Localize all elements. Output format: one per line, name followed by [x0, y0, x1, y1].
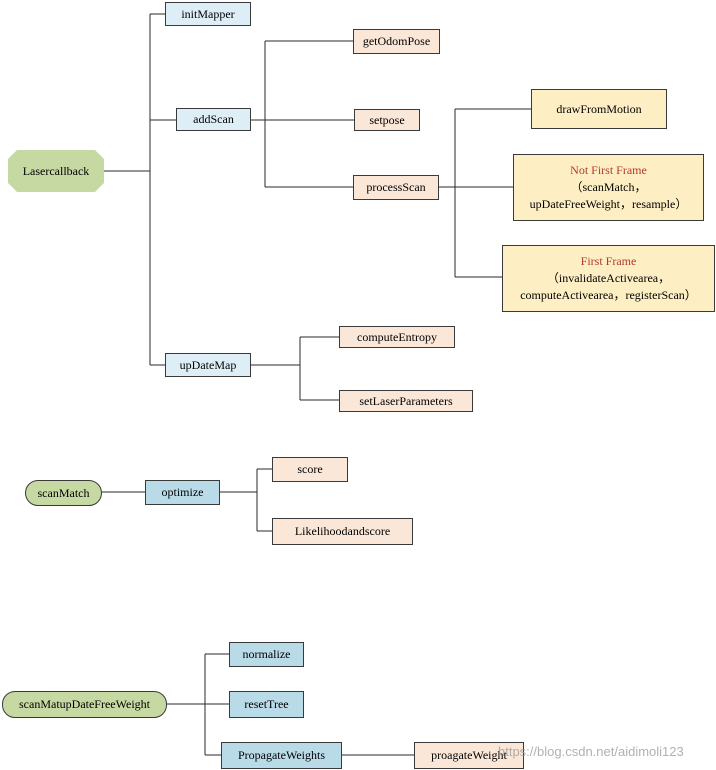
- processscan-node: processScan: [353, 175, 439, 200]
- setpose-node: setpose: [354, 109, 420, 131]
- optimize-label: optimize: [161, 485, 204, 499]
- not-first-frame-line2: upDateFreeWeight，resample）: [529, 197, 688, 211]
- initmapper-node: initMapper: [165, 2, 251, 26]
- not-first-frame-line1: （scanMatch，: [570, 180, 647, 194]
- getodompose-node: getOdomPose: [353, 29, 440, 54]
- watermark-text: https://blog.csdn.net/aidimoli123: [498, 744, 684, 759]
- computeentropy-node: computeEntropy: [339, 326, 455, 348]
- normalize-node: normalize: [229, 642, 304, 667]
- setlaserparameters-node: setLaserParameters: [339, 390, 473, 412]
- lasercallback-node: Lasercallback: [8, 150, 104, 192]
- addscan-node: addScan: [176, 108, 251, 131]
- score-label: score: [297, 462, 323, 476]
- scanmatupdatefreeweight-node: scanMatupDateFreeWeight: [2, 691, 167, 718]
- initmapper-label: initMapper: [181, 6, 235, 21]
- addscan-label: addScan: [193, 112, 234, 126]
- not-first-frame-title: Not First Frame: [570, 163, 647, 177]
- drawfrommotion-node: drawFromMotion: [531, 89, 667, 129]
- processscan-label: processScan: [366, 180, 426, 194]
- first-frame-line2: computeActivearea，registerScan）: [520, 288, 697, 302]
- resettree-node: resetTree: [229, 691, 304, 718]
- not-first-frame-node: Not First Frame （scanMatch， upDateFreeWe…: [513, 154, 704, 221]
- setlaserparameters-label: setLaserParameters: [359, 393, 453, 408]
- setpose-label: setpose: [369, 112, 405, 127]
- propagateweights-node: PropagateWeights: [221, 742, 342, 769]
- proagateweight-node: proagateWeight: [414, 742, 524, 769]
- updatemap-node: upDateMap: [165, 353, 251, 377]
- drawfrommotion-label: drawFromMotion: [556, 101, 642, 116]
- likelihoodandscore-label: Likelihoodandscore: [294, 524, 391, 538]
- scanmatupdatefreeweight-label: scanMatupDateFreeWeight: [19, 697, 150, 711]
- first-frame-line1: （invalidateActivearea，: [546, 271, 671, 285]
- scanmatch-node: scanMatch: [25, 480, 102, 506]
- proagateweight-label: proagateWeight: [431, 748, 507, 762]
- first-frame-title: First Frame: [580, 254, 637, 268]
- getodompose-label: getOdomPose: [362, 34, 431, 48]
- first-frame-node: First Frame （invalidateActivearea， compu…: [502, 245, 715, 312]
- computeentropy-label: computeEntropy: [357, 329, 437, 344]
- lasercallback-label: Lasercallback: [22, 163, 90, 178]
- optimize-node: optimize: [145, 480, 220, 505]
- scanmatch-label: scanMatch: [37, 485, 90, 500]
- likelihoodandscore-node: Likelihoodandscore: [272, 518, 413, 545]
- propagateweights-label: PropagateWeights: [237, 748, 325, 762]
- resettree-label: resetTree: [244, 697, 289, 711]
- normalize-label: normalize: [242, 647, 291, 661]
- score-node: score: [272, 457, 348, 482]
- updatemap-label: upDateMap: [179, 357, 237, 372]
